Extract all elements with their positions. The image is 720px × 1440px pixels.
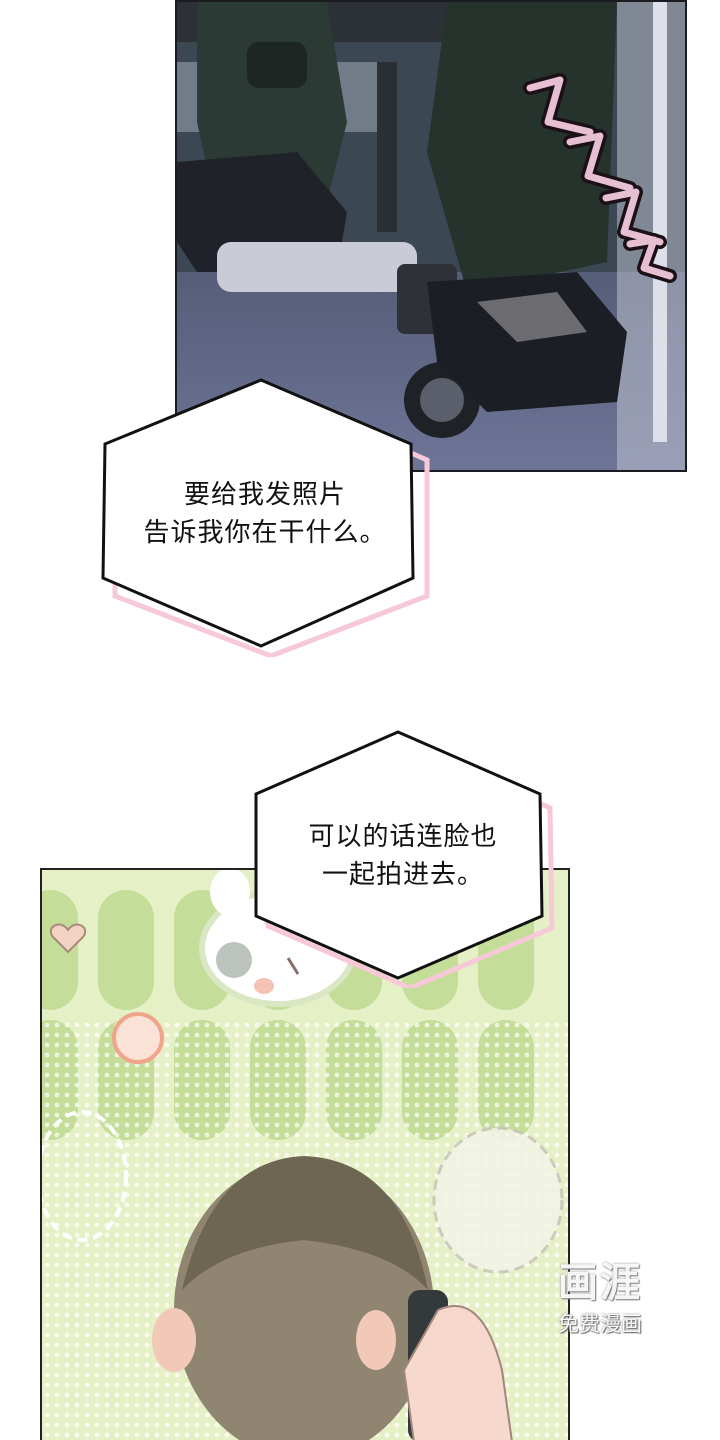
speech-bubble-second: 可以的话连脸也 一起拍进去。 [248,726,558,988]
bubble-line: 一起拍进去。 [321,860,484,890]
bubble-line: 告诉我你在干什么。 [143,518,387,548]
sound-effect [520,72,680,292]
rumble-sfx-icon [523,73,677,283]
watermark: 画涯 免费漫画 [540,1256,660,1356]
speech-bubble-first: 要给我发照片 告诉我你在干什么。 [95,372,435,657]
watermark-subtitle: 免费漫画 [558,1312,642,1336]
bubble-line: 要给我发照片 [183,480,346,510]
phone-scene-illustration [42,870,568,1440]
watermark-logo: 画涯 [558,1260,642,1306]
bubble-line: 可以的话连脸也 [308,822,498,852]
bottom-comic-panel [40,868,570,1440]
